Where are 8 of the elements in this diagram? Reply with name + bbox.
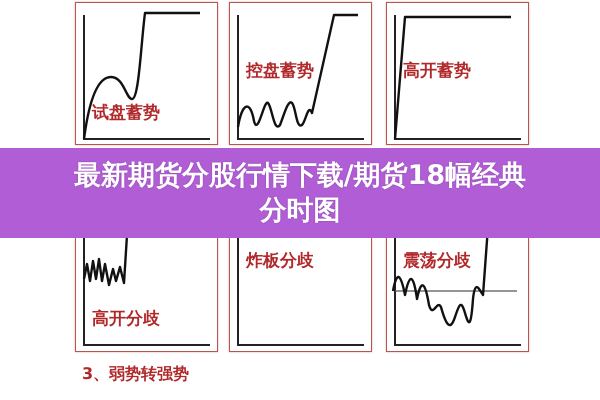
panel-label: 炸板分歧 [246,250,314,272]
section-heading: 3、弱势转强势 [82,364,190,385]
panel-label: 高开蓄势 [403,60,471,82]
panel-label: 控盘蓄势 [246,59,314,82]
panel-label: 震荡分歧 [403,250,471,272]
title: 最新期货分股行情下载/期货18幅经典分时图 [72,158,528,228]
panel-label: 试盘蓄势 [92,102,160,124]
panel-label: 高开分歧 [92,308,160,330]
